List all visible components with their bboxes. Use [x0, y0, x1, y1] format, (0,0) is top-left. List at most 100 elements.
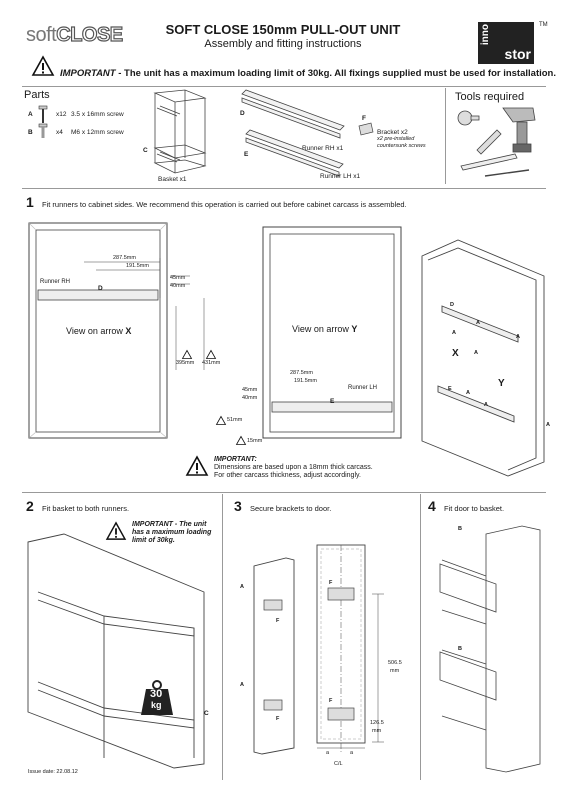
runner-d-callout: D: [98, 285, 103, 292]
cabinet-view-y: [262, 226, 402, 439]
warning-triangle-icon: [215, 415, 227, 425]
screw-a-icon: [38, 105, 48, 123]
letter-a-3d-7: A: [546, 422, 550, 428]
brand-horizontal-text: stor: [504, 46, 531, 62]
step-2-warning-line-2: has a maximum loading: [132, 529, 212, 536]
bracket-label: Bracket x2: [377, 129, 408, 136]
warning-triangle-icon: [205, 349, 217, 359]
dim-395: 395mm: [176, 360, 195, 366]
innostor-logo: inno stor: [478, 22, 534, 64]
dim-40: 40mm: [170, 283, 186, 289]
dim-45: 45mm: [170, 275, 186, 281]
step-1-text: Fit runners to cabinet sides. We recomme…: [42, 200, 407, 209]
basket-c-callout: C: [204, 710, 209, 717]
step-3-text: Secure brackets to door.: [250, 504, 332, 513]
basket-label: Basket x1: [158, 176, 187, 183]
dim-126-5-unit: mm: [372, 728, 382, 734]
trademark-symbol: TM: [539, 22, 548, 28]
basket-illustration: [153, 89, 207, 174]
step-4-letter-b-top: B: [458, 526, 462, 532]
warning-label: IMPORTANT: [60, 68, 116, 79]
screw-b-icon: [38, 123, 48, 138]
runner-lh-label: Runner LH x1: [320, 173, 361, 180]
weight-unit: kg: [151, 700, 162, 710]
document-subtitle: Assembly and fitting instructions: [204, 38, 362, 50]
divider: [222, 494, 223, 780]
letter-a-3d-4: A: [474, 350, 478, 356]
basket-letter: C: [143, 147, 148, 154]
door-front-illustration: [316, 544, 366, 754]
dim-half-left: a: [326, 750, 330, 756]
dim-191-5: 191.5mm: [126, 263, 149, 269]
letter-a-3d-6: A: [484, 402, 488, 408]
step-4-text: Fit door to basket.: [444, 504, 505, 513]
step-2-warning-line-3: limit of 30kg.: [132, 537, 175, 544]
logo-soft-text: soft: [26, 24, 57, 46]
bracket-note-1: x2 pre-installed: [377, 136, 415, 142]
runner-rh-illustration: [241, 89, 345, 139]
step-2-text: Fit basket to both runners.: [42, 504, 130, 513]
step-3-letter-a-top: A: [240, 584, 244, 590]
door-basket-illustration: [439, 525, 541, 773]
bracket-note-2: countersunk screws: [377, 143, 426, 149]
weight-30kg-icon: [141, 680, 173, 715]
brand-vertical-text: inno: [480, 24, 491, 46]
divider: [22, 86, 546, 87]
important-note-label: IMPORTANT:: [214, 456, 257, 463]
part-b-letter: B: [28, 129, 33, 136]
runner-rh-label: Runner RH x1: [302, 145, 344, 152]
tools-divider: [445, 88, 446, 184]
divider: [22, 492, 546, 493]
warning-triangle-icon: [31, 55, 55, 76]
runner-e-callout: E: [330, 398, 335, 405]
part-b-qty: x4: [56, 129, 63, 136]
dim-15: 15mm: [247, 438, 263, 444]
cabinet-with-basket-illustration: [27, 533, 205, 769]
letter-a-3d-5: A: [466, 390, 470, 396]
warning-banner: IMPORTANT - The unit has a maximum loadi…: [60, 68, 556, 79]
dim-191-5-lh: 191.5mm: [294, 378, 317, 384]
dim-126-5: 126.5: [370, 720, 384, 726]
step-4-number: 4: [428, 498, 436, 514]
dim-half-right: a: [350, 750, 354, 756]
arrow-x-label: X: [452, 348, 459, 359]
door-3d-illustration: [253, 557, 295, 755]
dim-506-5-unit: mm: [390, 668, 400, 674]
cabinet-3d-illustration: [421, 239, 545, 477]
important-note-line-1: Dimensions are based upon a 18mm thick c…: [214, 464, 373, 471]
step-2-number: 2: [26, 498, 34, 514]
dimension-lines-door: [372, 593, 384, 743]
bracket-illustration: [358, 122, 374, 136]
step-1-number: 1: [26, 194, 34, 210]
step-4-letter-b-bottom: B: [458, 646, 462, 652]
important-note-line-2: For other carcass thickness, adjust acco…: [214, 472, 361, 479]
runner-rh-letter: D: [240, 110, 245, 117]
dim-506-5: 506.5: [388, 660, 402, 666]
parts-heading: Parts: [24, 89, 50, 101]
warning-text: - The unit has a maximum loading limit o…: [115, 68, 556, 79]
runner-lh-letter: E: [244, 151, 249, 158]
part-a-qty: x12: [56, 111, 67, 118]
dim-287-5: 287.5mm: [113, 255, 136, 261]
warning-triangle-icon: [235, 435, 247, 445]
letter-a-3d-1: A: [452, 330, 456, 336]
dim-45-lh: 45mm: [242, 387, 258, 393]
part-a-letter: A: [28, 111, 33, 118]
dim-287-5-lh: 287.5mm: [290, 370, 313, 376]
runner-lh-callout: Runner LH: [348, 385, 378, 391]
letter-e-3d: E: [448, 386, 452, 392]
divider: [22, 188, 546, 189]
runner-lh-illustration: [245, 129, 344, 177]
step-3-number: 3: [234, 498, 242, 514]
step-3-letter-f-bottom: F: [276, 716, 280, 722]
tools-heading: Tools required: [455, 91, 525, 103]
warning-triangle-icon: [185, 455, 209, 476]
document-title: SOFT CLOSE 150mm PULL-OUT UNIT: [165, 22, 401, 37]
arrow-y-label: Y: [498, 378, 505, 389]
step-3-letter-f-top: F: [276, 618, 280, 624]
step-3-letter-a-bottom: A: [240, 682, 244, 688]
warning-triangle-icon: [181, 349, 193, 359]
bracket-letter: F: [362, 115, 366, 122]
weight-value: 30: [150, 688, 163, 700]
step-3-front-f-top: F: [329, 580, 333, 586]
